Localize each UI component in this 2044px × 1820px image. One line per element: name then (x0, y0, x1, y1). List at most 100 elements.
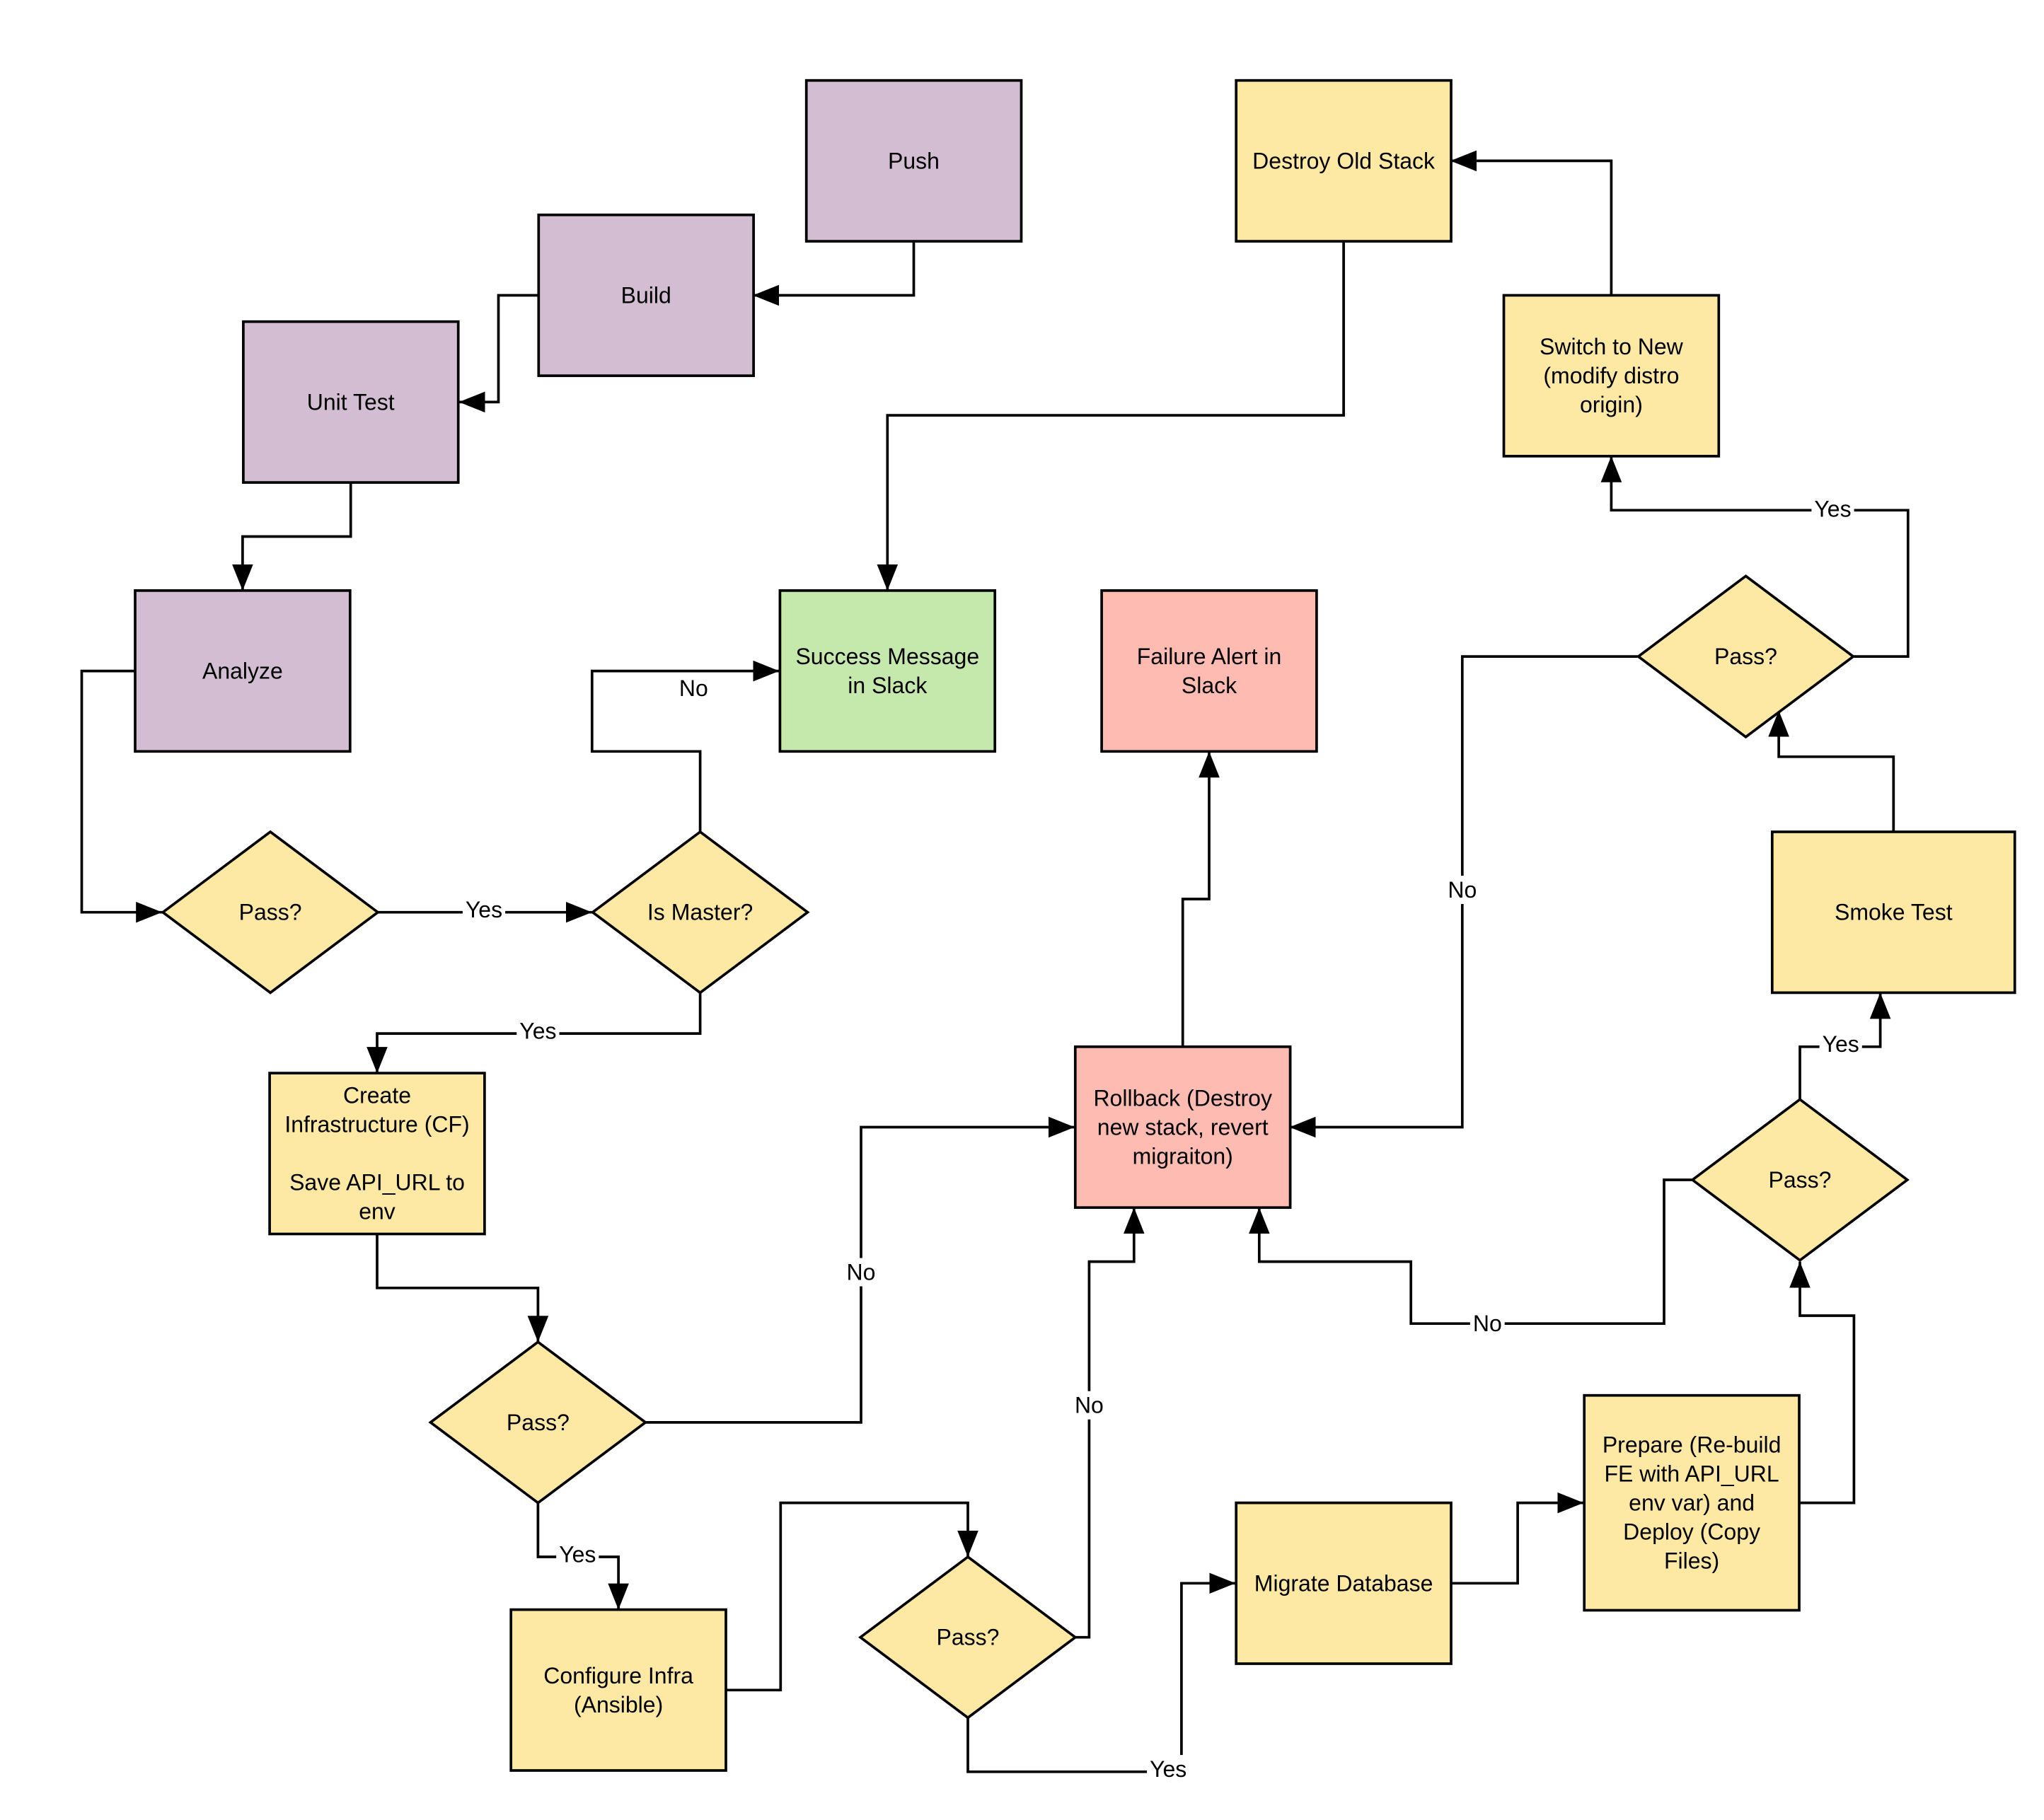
edge-label-text: No (1448, 877, 1477, 903)
decision-diamond (161, 830, 381, 995)
node-configure-infra: Configure Infra (Ansible) (509, 1608, 727, 1772)
connector-push-to-build (753, 241, 916, 306)
node-label: Pass? (1769, 1167, 1832, 1193)
process-box (268, 1072, 486, 1236)
node-label: Slack (1182, 673, 1237, 698)
edge-label-text: No (847, 1260, 876, 1285)
node-pass-deploy: Pass? (1690, 1097, 1910, 1263)
node-label: Pass? (937, 1625, 1000, 1650)
node-label: new stack, revert (1097, 1115, 1269, 1140)
edge-label-text: No (1075, 1393, 1104, 1418)
decision-diamond (1690, 1097, 1910, 1263)
process-box (134, 589, 352, 753)
process-box (1073, 1045, 1292, 1210)
node-push: Push (804, 79, 1023, 243)
node-label: Rollback (Destroy (1093, 1086, 1272, 1111)
edge-label-text: Yes (1814, 496, 1851, 521)
process-box (778, 589, 997, 753)
process-box (537, 213, 755, 378)
node-label: Destroy Old Stack (1252, 148, 1436, 173)
node-label: env var) and (1629, 1490, 1755, 1516)
node-destroy-old-stack: Destroy Old Stack (1235, 79, 1453, 243)
process-box (509, 1608, 727, 1772)
connector-is-master-to-success (590, 660, 780, 832)
edge-label-text: Yes (559, 1541, 596, 1567)
node-label: (Ansible) (574, 1692, 663, 1717)
node-label: env (359, 1199, 395, 1224)
process-box (1235, 79, 1453, 243)
node-label: Pass? (239, 900, 302, 925)
node-success-message: Success Message in Slack (778, 589, 997, 753)
label-background (1071, 1391, 1107, 1420)
edge-label-text: No (679, 676, 708, 701)
node-rollback: Rollback (Destroy new stack, revert migrai… (1073, 1045, 1292, 1210)
node-analyze: Analyze (134, 589, 352, 753)
edge-label-is-master-to-create: Yes (516, 1016, 560, 1045)
edge-label-pass-smoke-to-rollback: No (1445, 876, 1480, 904)
node-migrate-database: Migrate Database (1235, 1501, 1453, 1665)
node-label: Failure Alert in (1137, 644, 1282, 669)
edge-label-text: Yes (1823, 1031, 1859, 1057)
node-smoke-test: Smoke Test (1770, 830, 2016, 995)
process-box (1100, 589, 1318, 753)
node-label: Push (888, 148, 940, 173)
edge-label-pass-create-to-configure: Yes (556, 1540, 599, 1569)
edge-label-text: Yes (1150, 1756, 1186, 1782)
connector-prepare-to-pass (1789, 1261, 1856, 1505)
node-pass-analyze: Pass? (161, 830, 381, 995)
label-background (516, 1016, 560, 1045)
connector-pass-smoke-to-switch (1600, 456, 1910, 658)
connector-smoke-to-pass (1768, 710, 1895, 832)
decision-diamond (858, 1555, 1078, 1720)
edge-label-pass-smoke-to-switch: Yes (1811, 494, 1854, 523)
label-background (1819, 1030, 1862, 1059)
node-pass-create: Pass? (428, 1340, 648, 1505)
edge-label-is-master-to-success: No (676, 673, 711, 702)
decision-diamond (1636, 574, 1856, 739)
node-label: Pass? (507, 1410, 570, 1435)
node-label: Unit Test (307, 389, 395, 415)
connector-configure-to-pass (726, 1501, 978, 1692)
edge-label-pass-to-is-master: Yes (462, 895, 506, 924)
process-box (804, 79, 1023, 243)
label-background (556, 1540, 599, 1569)
connector-pass-configure-to-rollback (1074, 1207, 1145, 1639)
node-label: Build (621, 283, 671, 308)
connector-switch-to-destroy (1450, 150, 1613, 296)
label-background (676, 673, 711, 702)
node-label: (modify distro (1543, 363, 1679, 388)
node-label: migraiton) (1133, 1144, 1233, 1169)
edge-label-pass-create-to-rollback: No (843, 1258, 879, 1287)
connector-lines (80, 150, 1910, 1773)
process-box (1235, 1501, 1453, 1665)
node-is-master: Is Master? (590, 830, 810, 995)
node-label: Deploy (Copy (1623, 1519, 1760, 1545)
process-box (242, 320, 460, 484)
label-background (462, 895, 506, 924)
edge-label-pass-deploy-to-smoke: Yes (1819, 1030, 1862, 1059)
node-pass-configure: Pass? (858, 1555, 1078, 1720)
node-label: Migrate Database (1254, 1570, 1433, 1596)
node-label: Is Master? (647, 900, 753, 925)
node-label: Success Message (795, 644, 979, 669)
node-label: Configure Infra (543, 1663, 693, 1688)
edge-label-text: No (1473, 1311, 1502, 1336)
node-label: Save API_URL to (289, 1170, 465, 1195)
label-background (1445, 876, 1480, 904)
process-box (1770, 830, 2016, 995)
edge-label-text: Yes (519, 1018, 556, 1043)
node-label: Files) (1664, 1548, 1719, 1574)
node-label: in Slack (848, 673, 928, 698)
node-label: Pass? (1714, 644, 1777, 669)
decision-diamond (428, 1340, 648, 1505)
connector-build-to-unit-test (458, 294, 538, 413)
connector-analyze-to-pass (80, 669, 163, 923)
node-label: FE with API_URL (1604, 1461, 1779, 1487)
connector-create-to-pass (376, 1234, 549, 1343)
connector-destroy-to-success (877, 241, 1345, 591)
edge-label-pass-deploy-to-rollback: No (1470, 1309, 1505, 1338)
